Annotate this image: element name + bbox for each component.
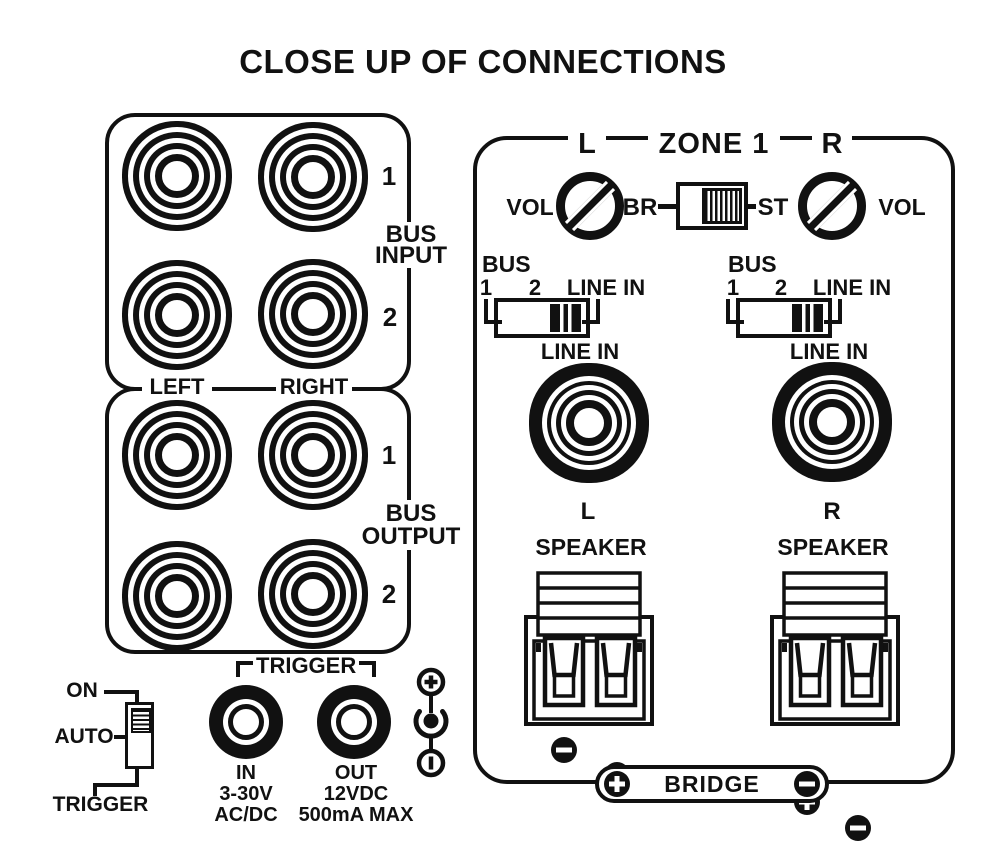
bus-select-switch-left[interactable] — [484, 298, 600, 338]
bus-select-left-pos2: 2 — [528, 275, 542, 300]
bus-select-right-pos1: 1 — [726, 275, 740, 300]
rca-jack-icon-bus-input-1-right — [291, 155, 335, 199]
rca-jack-icon-bus-input-2-right — [291, 292, 335, 336]
trigger-bracket-left-icon — [236, 661, 253, 677]
power-mode-switch[interactable] — [125, 702, 154, 769]
power-trigger-line-h — [93, 783, 139, 787]
rca-jack-icon-bus-output-2-right — [291, 572, 335, 616]
bus-output-label-line2: OUTPUT — [361, 523, 461, 550]
mode-dash-right — [746, 204, 756, 209]
speaker-right-label: SPEAKER — [777, 534, 889, 560]
bus-input-jack2-number: 2 — [382, 302, 398, 332]
plus-circle-icon-bridge — [604, 771, 630, 797]
bridge-label: BRIDGE — [664, 770, 760, 797]
power-trigger-label: TRIGGER — [52, 793, 149, 816]
bridge-badge: BRIDGE — [595, 765, 829, 803]
line-in-right-label: LINE IN — [789, 339, 869, 364]
mode-br-label: BR — [622, 194, 658, 221]
rca-jack-icon-bus-output-1-right — [291, 433, 335, 477]
speaker-left-label: SPEAKER — [535, 534, 647, 560]
trigger-in-volt: 3-30V — [219, 783, 273, 805]
power-trigger-line-v2 — [93, 783, 97, 796]
bus-select-switch-right-knob[interactable] — [792, 304, 823, 332]
trigger-bracket-right-icon — [359, 661, 377, 677]
bus-input-label: BUS INPUT — [361, 222, 461, 268]
switch-detent-mark-left-icon — [484, 299, 502, 324]
bus-input-label-line1: BUS — [385, 221, 437, 248]
bus-output-jack2-number: 2 — [381, 579, 397, 609]
bus-input-label-line2: INPUT — [375, 242, 447, 269]
speaker-right-channel: R — [823, 498, 841, 525]
rca-jack-icon-bus-output-2-left — [155, 574, 199, 618]
vol-left-label: VOL — [506, 194, 554, 220]
bus-select-left-pos3: LINE IN — [566, 275, 646, 300]
vol-right-label: VOL — [878, 194, 926, 220]
switch-detent-mark-right-icon — [824, 299, 842, 324]
rotary-knob-icon-vol-left[interactable] — [556, 172, 624, 240]
trigger-out-volt: 12VDC — [323, 783, 389, 805]
knob-slot-icon — [806, 180, 858, 232]
bus-output-jack1-number: 1 — [381, 440, 397, 470]
center-positive-dc-polarity-icon — [413, 667, 449, 778]
power-mode-switch-knob[interactable] — [131, 708, 151, 733]
switch-detent-mark-right-icon — [582, 299, 600, 324]
rca-jack-icon-line-in-right — [809, 399, 855, 445]
speaker-left-channel: L — [580, 498, 596, 525]
page-title: CLOSE UP OF CONNECTIONS — [239, 43, 727, 80]
power-on-label: ON — [66, 679, 98, 702]
trigger-in-labels: IN 3-30V AC/DC — [206, 763, 286, 826]
stereo-bridge-switch[interactable] — [676, 182, 748, 230]
trigger-heading: TRIGGER — [236, 653, 377, 678]
left-channel-label: LEFT — [142, 374, 212, 400]
zone1-header-right: R — [812, 130, 852, 159]
minus-circle-icon-speaker-right — [845, 815, 871, 841]
switch-detent-mark-left-icon — [726, 299, 744, 324]
bus-input-jack1-number: 1 — [381, 161, 397, 191]
mode-st-label: ST — [757, 194, 789, 221]
mini-jack-icon-trigger-in — [228, 704, 264, 740]
minus-circle-icon-speaker-left — [551, 737, 577, 763]
zone1-header-title: ZONE 1 — [648, 130, 780, 159]
trigger-in-type: AC/DC — [214, 804, 278, 826]
trigger-heading-label: TRIGGER — [256, 653, 357, 678]
zone1-header-left: L — [568, 130, 606, 159]
rca-jack-icon-bus-input-1-left — [155, 154, 199, 198]
stereo-bridge-switch-knob[interactable] — [702, 188, 742, 224]
bus-input-panel — [105, 113, 411, 391]
trigger-out-label: OUT — [334, 762, 378, 784]
bus-select-right-pos2: 2 — [774, 275, 788, 300]
bus-select-switch-right[interactable] — [726, 298, 842, 338]
bus-select-left-title: BUS — [482, 251, 531, 277]
speaker-terminal-right-icon — [770, 571, 900, 726]
power-on-line-v — [135, 690, 139, 704]
rotary-knob-icon-vol-right[interactable] — [798, 172, 866, 240]
bus-output-label: BUS OUTPUT — [352, 500, 470, 550]
bus-output-label-line1: BUS — [385, 500, 437, 527]
bus-select-left-pos1: 1 — [479, 275, 493, 300]
rca-jack-icon-bus-input-2-left — [155, 293, 199, 337]
bus-select-right-pos3: LINE IN — [812, 275, 892, 300]
knob-slot-icon — [564, 180, 616, 232]
right-channel-label: RIGHT — [276, 374, 352, 400]
minus-circle-icon-bridge — [793, 771, 820, 797]
power-trigger-line-v1 — [135, 768, 139, 787]
trigger-out-current: 500mA MAX — [298, 804, 414, 826]
speaker-terminal-left-icon — [524, 571, 654, 726]
line-in-left-label: LINE IN — [540, 339, 620, 364]
power-auto-line — [114, 735, 126, 739]
rca-jack-icon-line-in-left — [566, 400, 612, 446]
mini-jack-icon-trigger-out — [336, 704, 372, 740]
mode-dash-left — [658, 204, 676, 209]
bus-select-right-title: BUS — [728, 251, 777, 277]
bus-select-switch-left-knob[interactable] — [550, 304, 581, 332]
trigger-out-labels: OUT 12VDC 500mA MAX — [294, 763, 418, 826]
power-auto-label: AUTO — [54, 725, 114, 748]
rca-jack-icon-bus-output-1-left — [155, 433, 199, 477]
power-on-line-h — [104, 690, 139, 694]
trigger-in-label: IN — [236, 762, 256, 784]
